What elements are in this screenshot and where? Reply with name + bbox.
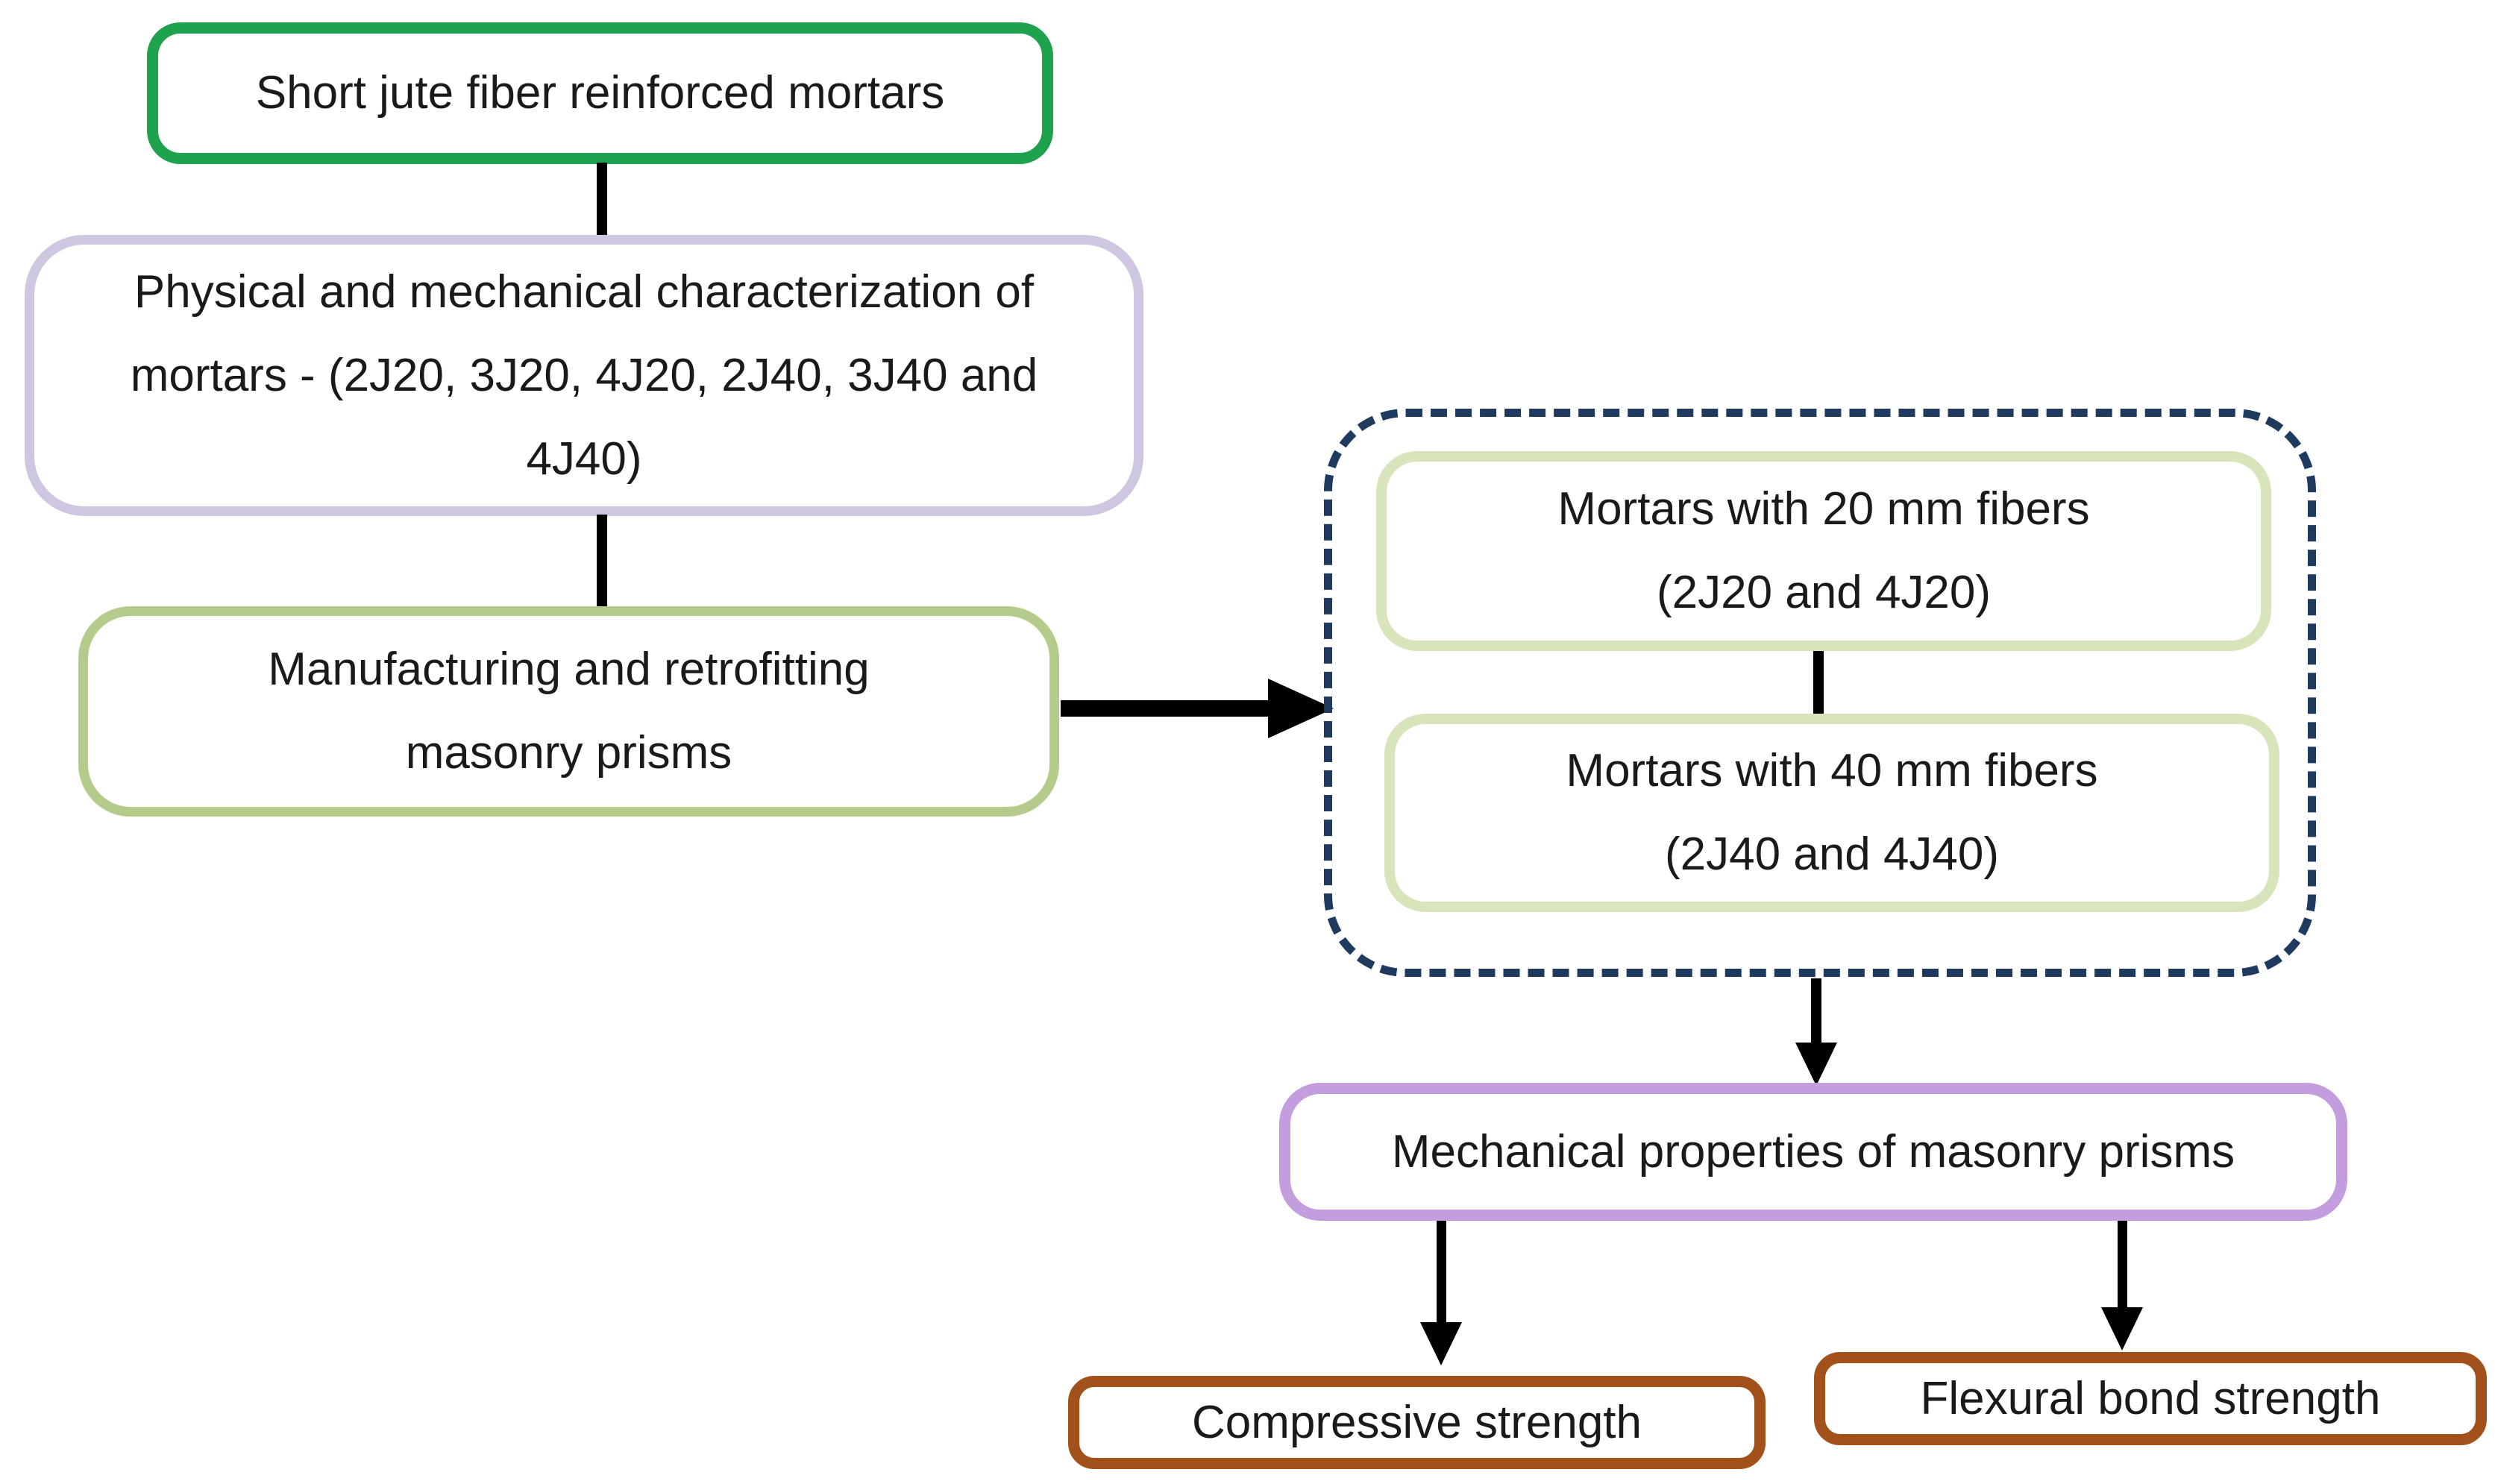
- connector-fibers20-to-fibers40: [1813, 651, 1824, 715]
- arrow-mechanical-to-flexural-head: [2101, 1307, 2143, 1351]
- fiber-mortars-dashed-group: [1324, 409, 2316, 977]
- connector-root-to-characterization: [597, 163, 607, 236]
- arrow-group-to-mechanical-head: [1795, 1043, 1837, 1086]
- arrow-manufacturing-to-group-shaft: [1061, 700, 1275, 717]
- node-short-jute-fiber-mortars: Short jute fiber reinforced mortars: [147, 22, 1053, 164]
- arrow-mechanical-to-flexural-shaft: [2118, 1221, 2127, 1309]
- node-label: Short jute fiber reinforced mortars: [255, 67, 945, 119]
- node-characterization-of-mortars: Physical and mechanical characterization…: [25, 235, 1143, 516]
- node-label-line: (2J20 and 4J20): [1656, 567, 1992, 618]
- arrow-group-to-mechanical-shaft: [1811, 978, 1821, 1044]
- node-mortars-40mm-fibers: Mortars with 40 mm fibers (2J40 and 4J40…: [1384, 714, 2279, 912]
- node-label-line: mortars - (2J20, 3J20, 4J20, 2J40, 3J40 …: [130, 349, 1038, 401]
- node-label-line: Manufacturing and retrofitting: [268, 644, 870, 695]
- node-label: Compressive strength: [1191, 1396, 1642, 1448]
- node-label: Flexural bond strength: [1920, 1372, 2381, 1424]
- node-label: Mechanical properties of masonry prisms: [1391, 1125, 2235, 1178]
- node-flexural-bond-strength: Flexural bond strength: [1814, 1352, 2487, 1445]
- arrow-mechanical-to-compressive-head: [1420, 1322, 1462, 1365]
- node-label-line: Mortars with 40 mm fibers: [1566, 745, 2098, 796]
- node-mechanical-properties-prisms: Mechanical properties of masonry prisms: [1279, 1083, 2347, 1221]
- node-label-line: Mortars with 20 mm fibers: [1557, 483, 2090, 535]
- arrow-mechanical-to-compressive-shaft: [1437, 1221, 1446, 1324]
- arrow-manufacturing-to-group-head: [1268, 679, 1334, 738]
- node-mortars-20mm-fibers: Mortars with 20 mm fibers (2J20 and 4J20…: [1376, 451, 2271, 651]
- node-compressive-strength: Compressive strength: [1068, 1376, 1766, 1469]
- node-manufacturing-retrofitting-prisms: Manufacturing and retrofitting masonry p…: [78, 606, 1059, 817]
- node-label-line: masonry prisms: [405, 727, 732, 779]
- node-label-line: (2J40 and 4J40): [1664, 829, 2000, 880]
- node-label-line: 4J40): [526, 433, 642, 485]
- node-label-line: Physical and mechanical characterization…: [134, 265, 1035, 318]
- connector-characterization-to-manufacturing: [597, 515, 607, 608]
